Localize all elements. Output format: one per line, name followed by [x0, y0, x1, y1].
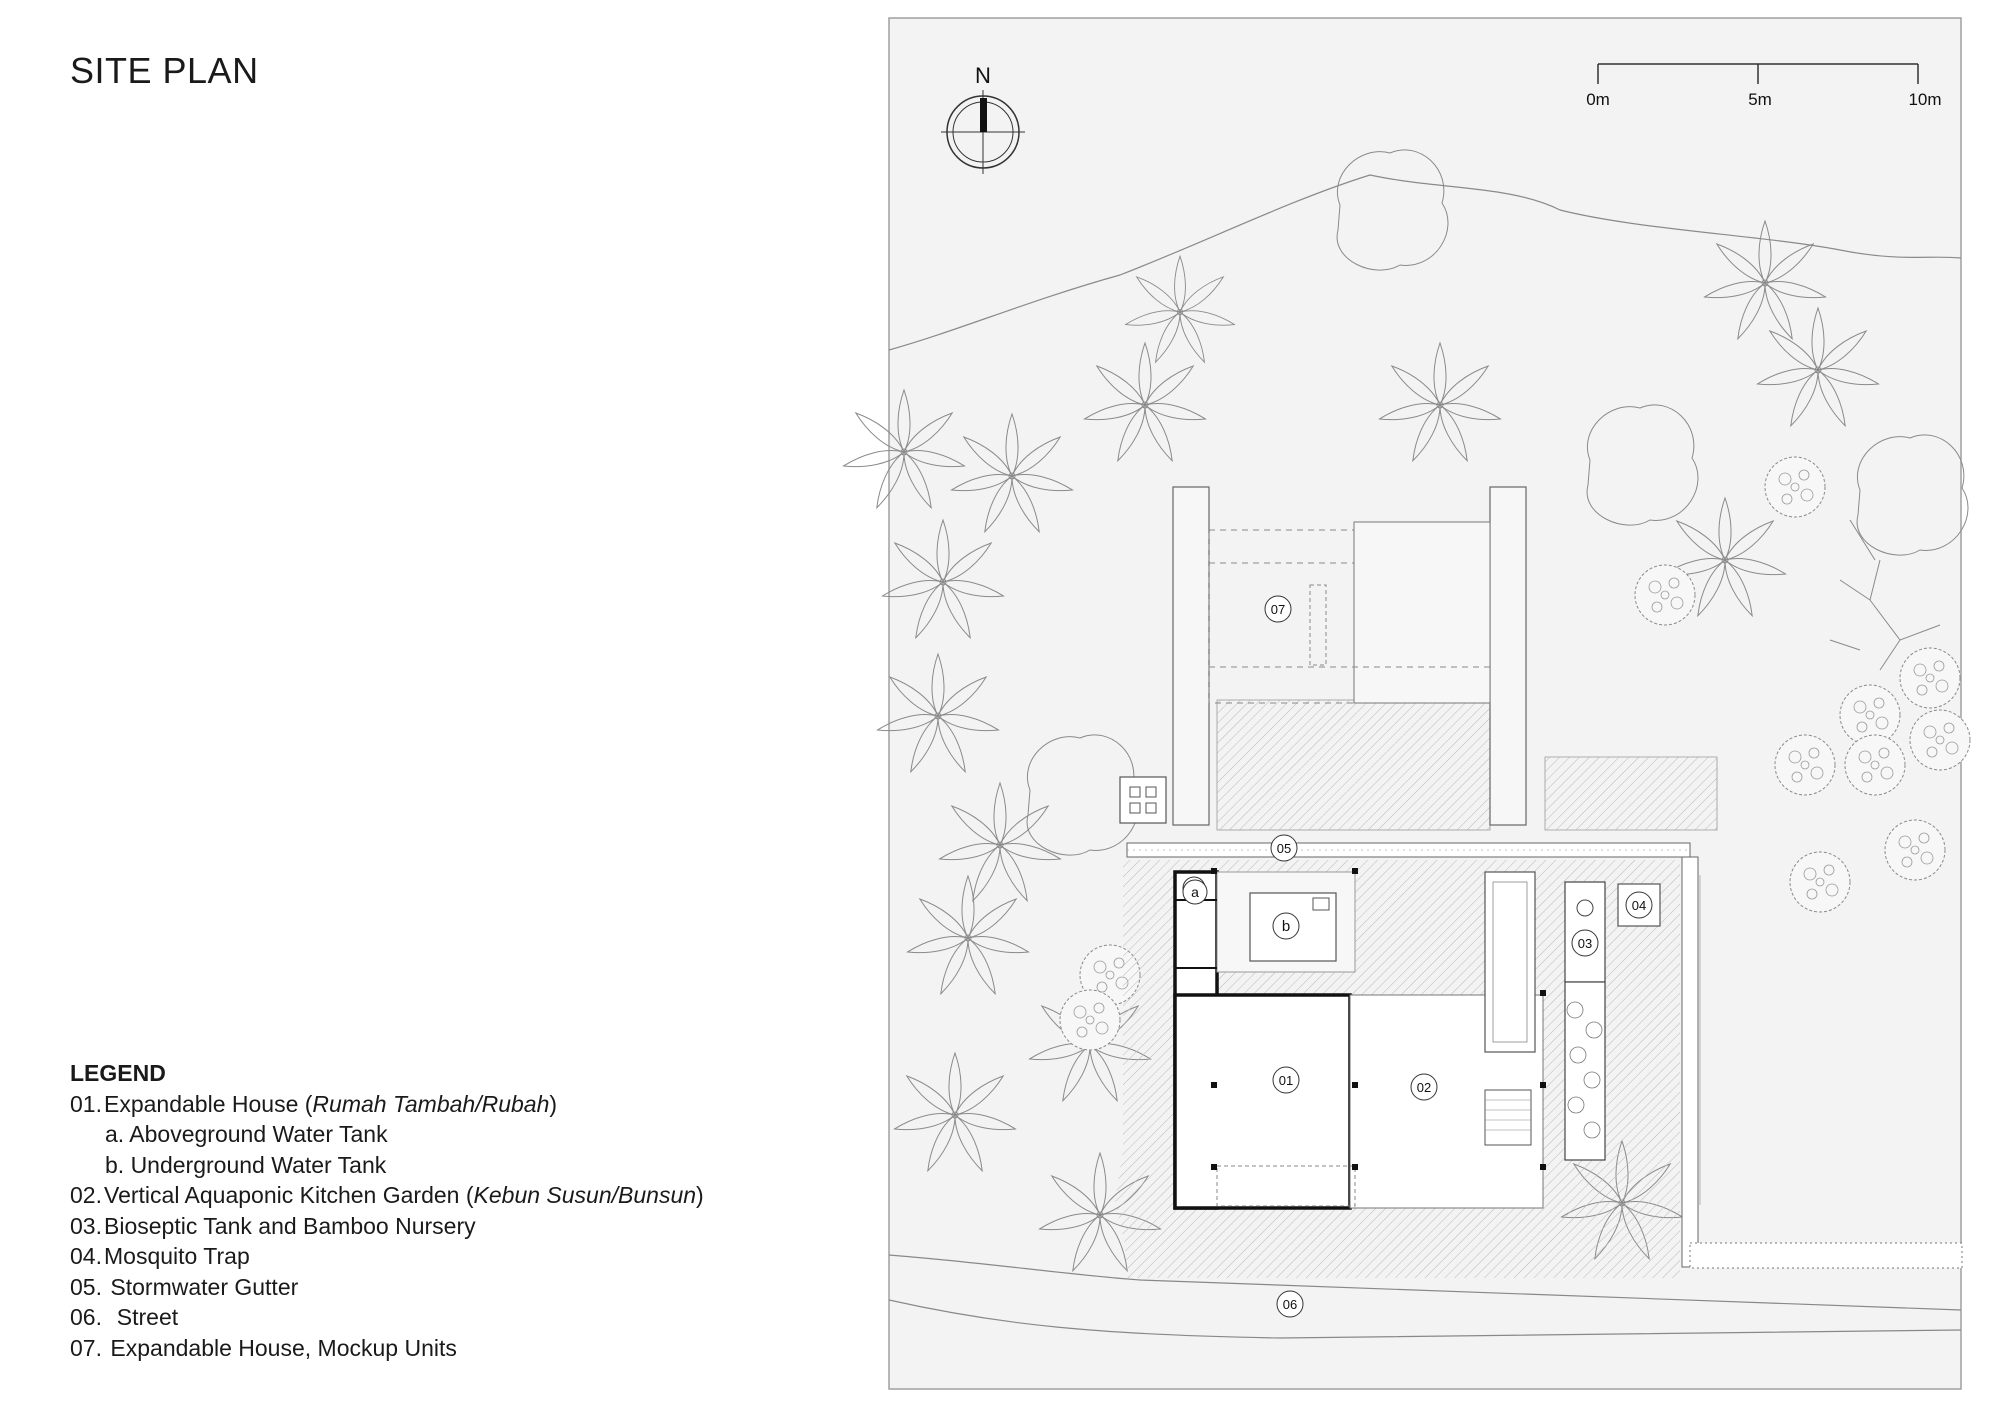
legend-item-text: Bioseptic Tank and Bamboo Nursery — [104, 1212, 476, 1239]
legend-item-text: Street — [104, 1304, 179, 1330]
mockup-units-07 — [1172, 486, 1527, 826]
legend-item-text: Stormwater Gutter — [104, 1273, 299, 1300]
legend-item-text: Expandable House, Mockup Units — [104, 1334, 457, 1361]
label-07: 07 — [1271, 602, 1285, 617]
label-02: 02 — [1417, 1080, 1431, 1095]
legend: LEGEND 01.Expandable House (Rumah Tambah… — [70, 1058, 704, 1363]
legend-item-local-name: Kebun Susun/Bunsun — [473, 1182, 697, 1208]
legend-item: 04.Mosquito Trap — [70, 1241, 704, 1272]
kitchen-garden-02 — [1484, 871, 1536, 1146]
label-05: 05 — [1277, 841, 1291, 856]
legend-item-number: 06. — [70, 1304, 102, 1330]
legend-item-local-name: Rumah Tambah/Rubah — [312, 1090, 550, 1117]
legend-heading: LEGEND — [70, 1060, 166, 1086]
legend-item-number: 01. — [70, 1090, 102, 1117]
scale-bar: 0m 5m 10m — [1586, 63, 1942, 109]
legend-item-number: 02. — [70, 1182, 102, 1208]
label-01: 01 — [1279, 1073, 1293, 1088]
legend-item-number: 04. — [70, 1243, 102, 1269]
legend-item-number: 03. — [70, 1212, 102, 1239]
vegetation — [841, 149, 1971, 1274]
stormwater-gutter — [1126, 842, 1963, 1269]
legend-item-text: Mosquito Trap — [104, 1243, 250, 1269]
north-label: N — [975, 63, 991, 88]
legend-item: 06. Street — [70, 1302, 704, 1333]
street-06 — [888, 1254, 1962, 1339]
label-a: a — [1191, 884, 1199, 900]
mosquito-trap-04 — [1119, 776, 1661, 927]
label-04: 04 — [1632, 898, 1646, 913]
label-03: 03 — [1578, 936, 1592, 951]
legend-item: 05. Stormwater Gutter — [70, 1272, 704, 1303]
label-b: b — [1282, 918, 1290, 935]
legend-item-text: Vertical Aquaponic Kitchen Garden ( — [104, 1182, 474, 1208]
scale-label-5: 5m — [1748, 90, 1772, 109]
legend-item: 01.Expandable House (Rumah Tambah/Rubah) — [70, 1089, 704, 1120]
label-06: 06 — [1283, 1297, 1297, 1312]
north-arrow: N — [941, 63, 1025, 174]
scale-label-10: 10m — [1908, 90, 1941, 109]
legend-item: 02.Vertical Aquaponic Kitchen Garden (Ke… — [70, 1180, 704, 1211]
contour-line — [888, 174, 1962, 351]
legend-item-number: 05. — [70, 1273, 102, 1300]
legend-item-text: b. Underground Water Tank — [105, 1151, 387, 1178]
scale-label-0: 0m — [1586, 90, 1610, 109]
legend-item: b. Underground Water Tank — [70, 1150, 704, 1181]
legend-item-close: ) — [549, 1090, 558, 1117]
legend-item-text: a. Aboveground Water Tank — [105, 1121, 388, 1147]
legend-item-number: 07. — [70, 1334, 102, 1361]
legend-item: a. Aboveground Water Tank — [70, 1119, 704, 1150]
legend-item-text: Expandable House ( — [104, 1090, 313, 1117]
bioseptic-tank-03 — [1564, 881, 1606, 1161]
plan-labels: 07 05 a b 01 02 03 04 06 — [1182, 595, 1653, 1318]
legend-item-close: ) — [696, 1182, 704, 1208]
page-title: SITE PLAN — [70, 50, 259, 91]
legend-list: 01.Expandable House (Rumah Tambah/Rubah)… — [70, 1089, 704, 1364]
legend-item: 03.Bioseptic Tank and Bamboo Nursery — [70, 1211, 704, 1242]
legend-item: 07. Expandable House, Mockup Units — [70, 1333, 704, 1364]
